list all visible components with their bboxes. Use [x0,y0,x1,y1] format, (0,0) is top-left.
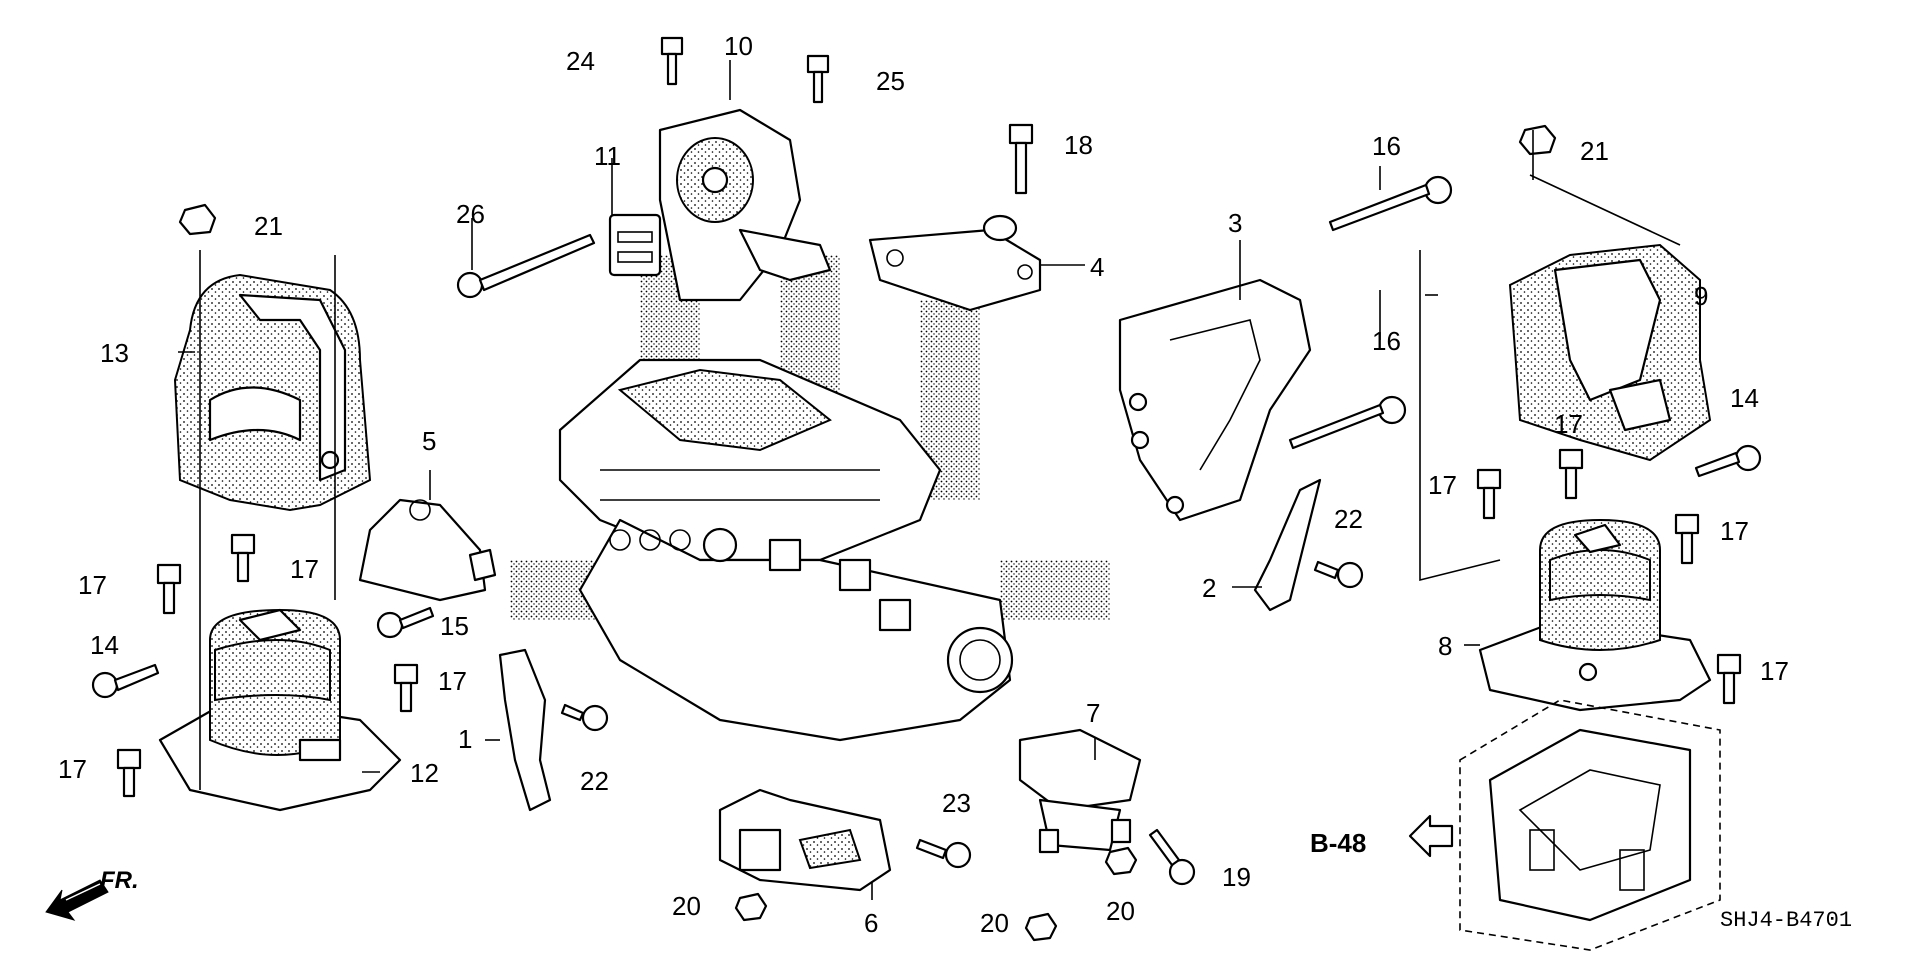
callout-7: 7 [1086,698,1100,728]
callout-21a: 21 [254,211,283,241]
engine-assembly [558,358,1014,742]
callout-17e: 17 [1428,470,1457,500]
part-3-bracket [1118,278,1312,522]
callout-8: 8 [1438,631,1452,661]
bolt-14-right [1694,444,1762,478]
nut-21-left [178,203,217,236]
front-direction-arrow-icon [45,879,109,921]
callout-24: 24 [566,46,595,76]
callout-14a: 14 [90,630,119,660]
bolt-16-lower [1288,395,1407,450]
callout-16a: 16 [1372,131,1401,161]
bolt-26 [456,233,596,299]
callout-26: 26 [456,199,485,229]
callout-17b: 17 [290,554,319,584]
callout-17g: 17 [1720,516,1749,546]
callout-6: 6 [864,908,878,938]
reference-page-label: B-48 [1310,828,1366,858]
part-1-bracket [498,648,552,812]
callout-5: 5 [422,426,436,456]
reference-arrow-icon [1408,814,1454,858]
callout-21b: 21 [1580,136,1609,166]
callout-1: 1 [458,724,472,754]
bolt-17-group-left [116,533,419,798]
callout-23: 23 [942,788,971,818]
part-6-bracket [718,788,892,892]
part-10-upper-torque-mount [658,108,832,302]
part-8-engine-mount [1478,518,1712,712]
drawing-code-label: SHJ4-B4701 [1720,908,1852,933]
bolt-23 [915,838,972,869]
nut-20-group [734,846,1138,942]
callout-20c: 20 [980,908,1009,938]
front-direction-label: FR. [100,867,139,894]
part-4-bracket [868,214,1042,312]
bolt-25 [806,54,830,104]
callout-22b: 22 [1334,504,1363,534]
callout-10: 10 [724,31,753,61]
callout-4: 4 [1090,252,1104,282]
bolt-18 [1008,123,1034,195]
leader-lines [178,60,1681,900]
part-5-bracket [358,498,497,602]
callout-14b: 14 [1730,383,1759,413]
callout-17c: 17 [438,666,467,696]
callout-15: 15 [440,611,469,641]
part-2-bracket [1253,478,1322,612]
reference-housing [1459,699,1721,951]
callout-20b: 20 [1106,896,1135,926]
callout-22a: 22 [580,766,609,796]
part-13-mount-cover [173,273,372,512]
callout-9: 9 [1694,281,1708,311]
callout-19: 19 [1222,862,1251,892]
callout-11: 11 [594,141,621,171]
callout-16b: 16 [1372,326,1401,356]
callout-17d: 17 [58,754,87,784]
bolt-15 [376,606,435,639]
part-11-stopper [608,213,662,277]
callout-2: 2 [1202,573,1216,603]
callout-17h: 17 [1760,656,1789,686]
callout-25: 25 [876,66,905,96]
callout-18: 18 [1064,130,1093,160]
callout-17f: 17 [1554,409,1583,439]
part-9-mount-cover [1508,243,1712,462]
bolt-24 [660,36,684,86]
part-12-engine-mount [158,608,402,812]
callout-17a: 17 [78,570,107,600]
part-7-bracket [1018,728,1142,854]
callout-20a: 20 [672,891,701,921]
nut-21-right [1518,124,1557,156]
callout-3: 3 [1228,208,1242,238]
bolt-19 [1148,828,1196,886]
bolt-17-group-right [1476,448,1742,705]
callout-12: 12 [410,758,439,788]
bolt-14-left [91,663,160,699]
bolt-16-upper [1328,175,1453,232]
callout-13: 13 [100,338,129,368]
bolt-22-right [1313,560,1364,589]
bolt-22-left [560,703,609,732]
callout-numbers: 1 2 3 4 5 6 7 8 9 10 11 12 13 14 14 15 1… [58,31,1789,938]
